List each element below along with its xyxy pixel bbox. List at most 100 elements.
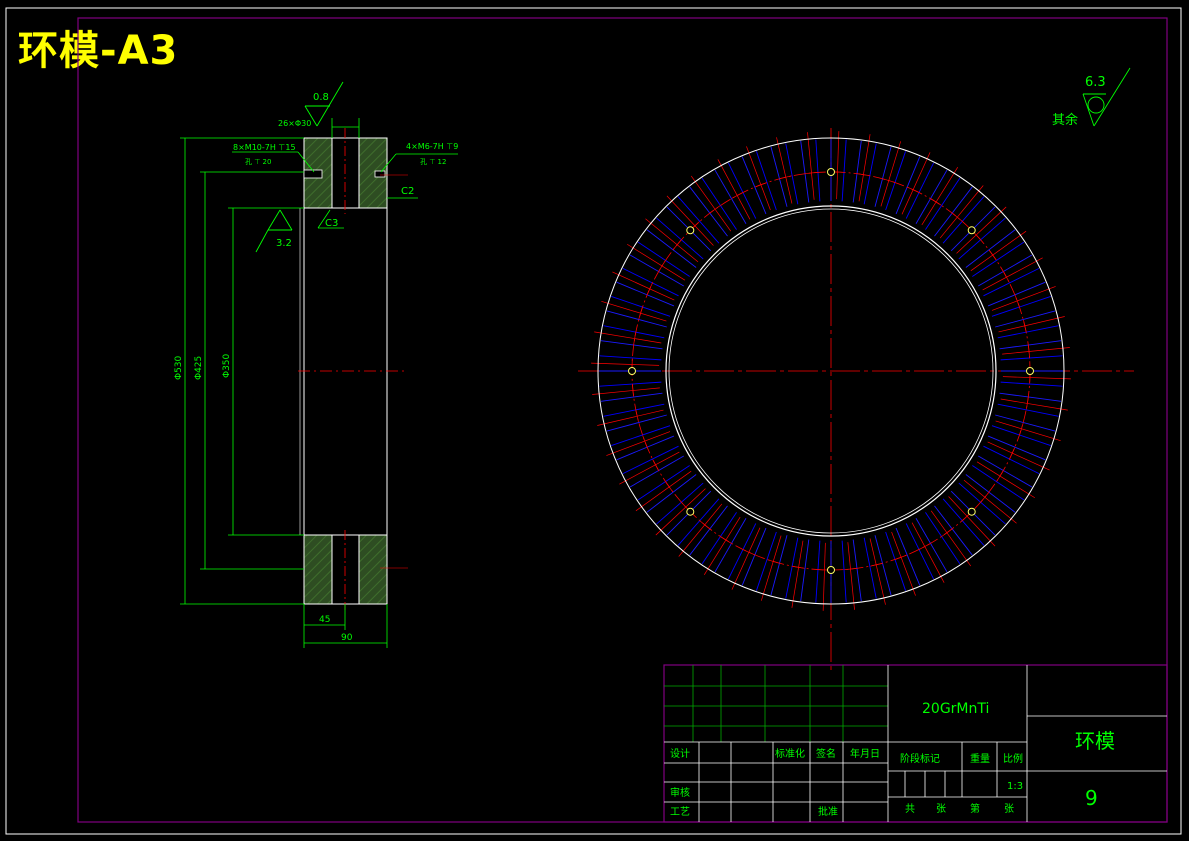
die-hole-line <box>925 177 961 230</box>
die-hole-centerline <box>921 167 959 226</box>
roughness-value-top: 0.8 <box>313 92 329 103</box>
die-hole-line <box>942 498 985 546</box>
die-hole-line <box>972 241 1025 277</box>
note-right-thread-sub: 孔 ⊤ 12 <box>420 158 446 166</box>
ring-outer-edge <box>597 137 1065 605</box>
die-hole-line <box>977 254 1033 287</box>
die-hole-line <box>841 540 847 603</box>
die-hole-centerline <box>880 141 902 207</box>
roughness-label-general: 其余 <box>1052 112 1078 128</box>
label-signature: 签名 <box>816 747 836 760</box>
die-hole-line <box>599 381 662 387</box>
die-hole-centerline <box>948 496 996 547</box>
die-hole-centerline <box>930 510 972 567</box>
die-hole-centerline <box>594 331 662 344</box>
dim-outer-diameter: Φ530 <box>174 355 184 380</box>
die-hole-line <box>874 535 892 596</box>
drawing-frame <box>77 17 1168 823</box>
die-hole-centerline <box>655 488 706 536</box>
die-hole-line <box>983 267 1040 297</box>
lower-hole-slot <box>331 534 360 605</box>
die-hole-line <box>701 512 737 565</box>
dim-total-width: 90 <box>341 633 353 643</box>
label-stage-mark: 阶段标记 <box>900 752 940 765</box>
drawing-title: 环模-A3 <box>18 28 179 74</box>
die-hole-centerline <box>991 286 1056 311</box>
die-hole-line <box>622 445 679 475</box>
die-hole-centerline <box>678 503 723 557</box>
die-hole-centerline <box>1000 398 1068 411</box>
die-hole-line <box>637 241 690 277</box>
die-hole-centerline <box>666 195 714 246</box>
die-hole-line <box>616 281 675 307</box>
die-hole-centerline <box>836 131 840 200</box>
roughness-symbol-top <box>304 81 344 127</box>
die-hole-line <box>646 474 697 513</box>
sheet-outer-border <box>5 7 1182 835</box>
die-hole-centerline <box>776 137 793 204</box>
die-hole-centerline <box>703 516 741 575</box>
die-hole-centerline <box>998 316 1065 333</box>
die-hole-line <box>852 539 862 602</box>
die-hole-line <box>895 156 921 215</box>
front-view <box>578 128 1134 672</box>
die-hole-line <box>997 325 1059 339</box>
roughness-symbol-bore <box>255 209 293 253</box>
bolt-holes <box>628 168 1034 574</box>
die-hole-line <box>629 254 685 287</box>
die-hole-centerline <box>627 243 686 281</box>
die-hole-centerline <box>970 230 1027 272</box>
die-hole-line <box>785 143 799 205</box>
bolt-hole <box>827 168 835 176</box>
die-hole-line <box>863 537 877 599</box>
die-hole-centerline <box>791 540 804 608</box>
die-hole-line <box>755 531 777 591</box>
die-hole-line <box>637 465 690 501</box>
die-hole-line <box>977 455 1033 488</box>
dim-hole-count: 26×Φ30 <box>278 119 311 128</box>
label-review: 审核 <box>670 786 690 799</box>
label-process: 工艺 <box>670 806 690 818</box>
die-hole-line <box>841 139 847 202</box>
label-standardize: 标准化 <box>775 747 805 760</box>
die-hole-line <box>603 325 665 339</box>
die-hole-line <box>885 531 907 591</box>
die-hole-line <box>656 217 704 260</box>
die-hole-centerline <box>760 535 782 601</box>
label-approve: 批准 <box>818 805 838 818</box>
die-hole-line <box>606 414 667 432</box>
die-hole-centerline <box>717 159 751 220</box>
die-hole-line <box>800 140 810 203</box>
bolt-hole <box>686 226 695 235</box>
die-hole-line <box>770 535 788 596</box>
die-hole-line <box>965 229 1016 268</box>
die-hole-centerline <box>1002 376 1071 380</box>
die-hole-line <box>885 151 907 211</box>
die-hole-centerline <box>869 538 886 605</box>
note-right-thread: 4×M6-7H ⊤9 <box>406 142 458 151</box>
die-hole-centerline <box>976 461 1035 499</box>
die-hole-centerline <box>891 531 916 596</box>
label-scale: 比例 <box>1003 752 1023 765</box>
dim-middle-diameter: Φ425 <box>194 356 204 380</box>
bolt-hole <box>967 226 976 235</box>
die-hole-line <box>972 465 1025 501</box>
die-hole-line <box>677 498 720 546</box>
note-left-thread: 8×M10-7H ⊤15 <box>233 143 296 152</box>
die-hole-centerline <box>807 132 815 200</box>
die-hole-centerline <box>746 146 771 211</box>
chamfer-outer: C2 <box>401 186 414 197</box>
die-hole-line <box>714 169 747 225</box>
die-hole-line <box>874 146 892 207</box>
die-hole-centerline <box>901 152 931 215</box>
ring-bore <box>668 208 994 534</box>
die-hole-line <box>997 403 1059 417</box>
die-hole-line <box>785 537 799 599</box>
die-hole-line <box>991 295 1051 317</box>
die-hole-centerline <box>982 257 1043 291</box>
die-hole-line <box>656 482 704 525</box>
right-thread-hole <box>374 170 386 178</box>
die-hole-line <box>934 505 973 556</box>
die-hole-centerline <box>956 206 1007 254</box>
